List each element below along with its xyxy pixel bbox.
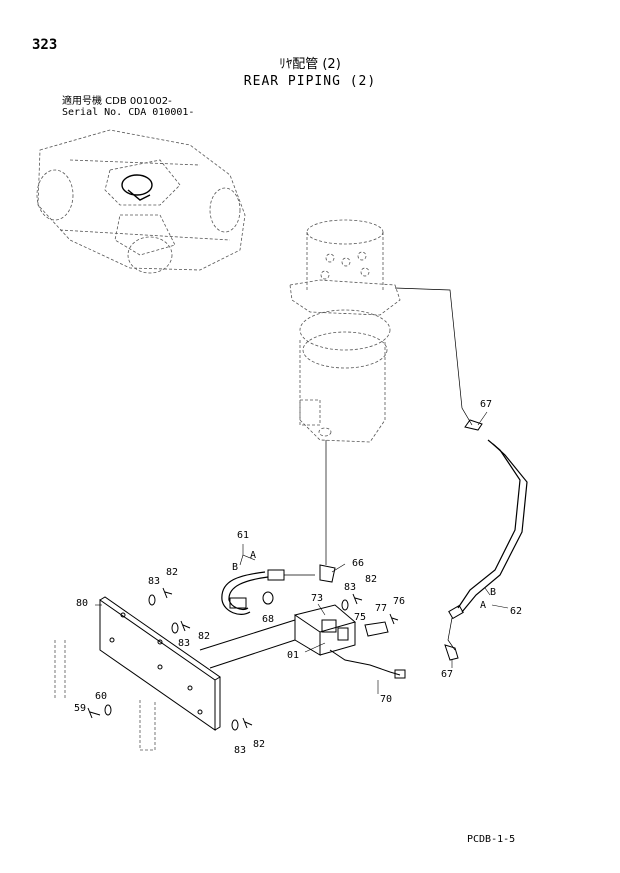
callout-82: 82 (253, 739, 265, 750)
callout-a: A (480, 600, 486, 611)
callout-67: 67 (480, 399, 492, 410)
callout-61: 61 (237, 530, 249, 541)
callout-76: 76 (393, 596, 405, 607)
machine-overview-thumbnail (36, 129, 246, 274)
callout-b: B (490, 587, 496, 598)
leader-lines (95, 411, 509, 694)
fitting-66 (319, 564, 336, 583)
callout-66: 66 (352, 558, 364, 569)
callout-83: 83 (178, 638, 190, 649)
fitting-67-bottom (444, 644, 459, 661)
washer-83-bottom (231, 719, 239, 731)
footer-code: PCDB-1-5 (467, 834, 516, 845)
swivel-joint (289, 219, 401, 443)
callout-01: 01 (287, 650, 299, 661)
callout-73: 73 (311, 593, 323, 604)
callout-80: 80 (76, 598, 88, 609)
bolt-59 (87, 707, 101, 719)
washer-83-right (341, 599, 349, 611)
bracket-plate (99, 596, 221, 731)
highlight-area (121, 174, 153, 201)
valve-block (199, 604, 357, 669)
bolt-82-bottom (242, 717, 253, 729)
washer-60 (104, 704, 112, 716)
callout-62: 62 (510, 606, 522, 617)
bolt-82-right (352, 593, 363, 605)
bracket-75 (364, 621, 389, 637)
applicability-japanese: 適用号機 CDB 001002- (62, 96, 172, 107)
callout-83: 83 (344, 582, 356, 593)
callout-82: 82 (166, 567, 178, 578)
bolt-82-mid (180, 620, 191, 632)
hose-61 (221, 569, 315, 615)
bolt-82-top (162, 587, 173, 599)
fitting-68 (262, 591, 274, 605)
callout-a: A (250, 550, 256, 561)
callout-75: 75 (354, 612, 366, 623)
callout-77: 77 (375, 603, 387, 614)
page-title-japanese: ﾘﾔ配管 (2) (279, 57, 341, 72)
page-title: REAR PIPING (2) (243, 74, 377, 89)
callout-82: 82 (198, 631, 210, 642)
callout-70: 70 (380, 694, 392, 705)
washer-83-top (148, 594, 156, 606)
harness-70 (329, 649, 401, 676)
callout-labels: 67 61 A B 66 83 82 83 82 80 83 82 68 73 … (74, 399, 522, 756)
washer-83-mid (171, 622, 179, 634)
callout-b: B (232, 562, 238, 573)
callout-59: 59 (74, 703, 86, 714)
callout-83: 83 (234, 745, 246, 756)
callout-67: 67 (441, 669, 453, 680)
bolt-76 (389, 613, 399, 625)
reference-post (54, 640, 156, 751)
callout-68: 68 (262, 614, 274, 625)
hose-62 (394, 287, 528, 651)
page-number: 323 (32, 37, 58, 53)
callout-82: 82 (365, 574, 377, 585)
applicability-serial: Serial No. CDA 010001- (62, 107, 195, 118)
callout-83: 83 (148, 576, 160, 587)
callout-60: 60 (95, 691, 107, 702)
